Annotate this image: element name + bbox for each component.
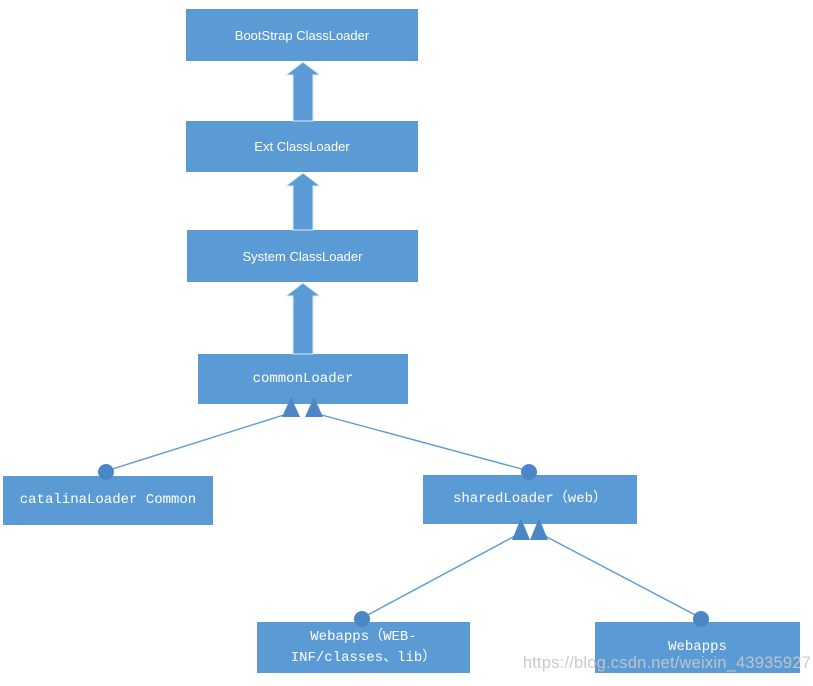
node-ext-classloader: Ext ClassLoader bbox=[186, 121, 418, 172]
node-system-classloader: System ClassLoader bbox=[187, 230, 418, 282]
node-webapps: Webapps bbox=[595, 622, 800, 673]
block-arrow-system-to-ext-icon bbox=[284, 172, 322, 231]
connector-line-catalina-to-common bbox=[105, 413, 288, 472]
node-shared-loader: sharedLoader（web） bbox=[423, 475, 637, 524]
block-arrow-ext-to-bootstrap-icon bbox=[284, 61, 322, 122]
connector-line-webapps-classes-to-shared bbox=[361, 535, 516, 619]
connector-line-shared-to-common bbox=[317, 413, 530, 472]
block-arrow-common-to-system-icon bbox=[284, 282, 322, 355]
node-common-loader: commonLoader bbox=[198, 354, 408, 404]
csdn-watermark: https://blog.csdn.net/weixin_43935927 bbox=[522, 654, 811, 672]
node-catalina-loader: catalinaLoader Common bbox=[3, 476, 213, 525]
connector-line-webapps-to-shared bbox=[544, 535, 702, 619]
node-bootstrap-classloader: BootStrap ClassLoader bbox=[186, 9, 418, 61]
node-webapps-classes-lib: Webapps（WEB-INF/classes、lib） bbox=[257, 622, 470, 673]
